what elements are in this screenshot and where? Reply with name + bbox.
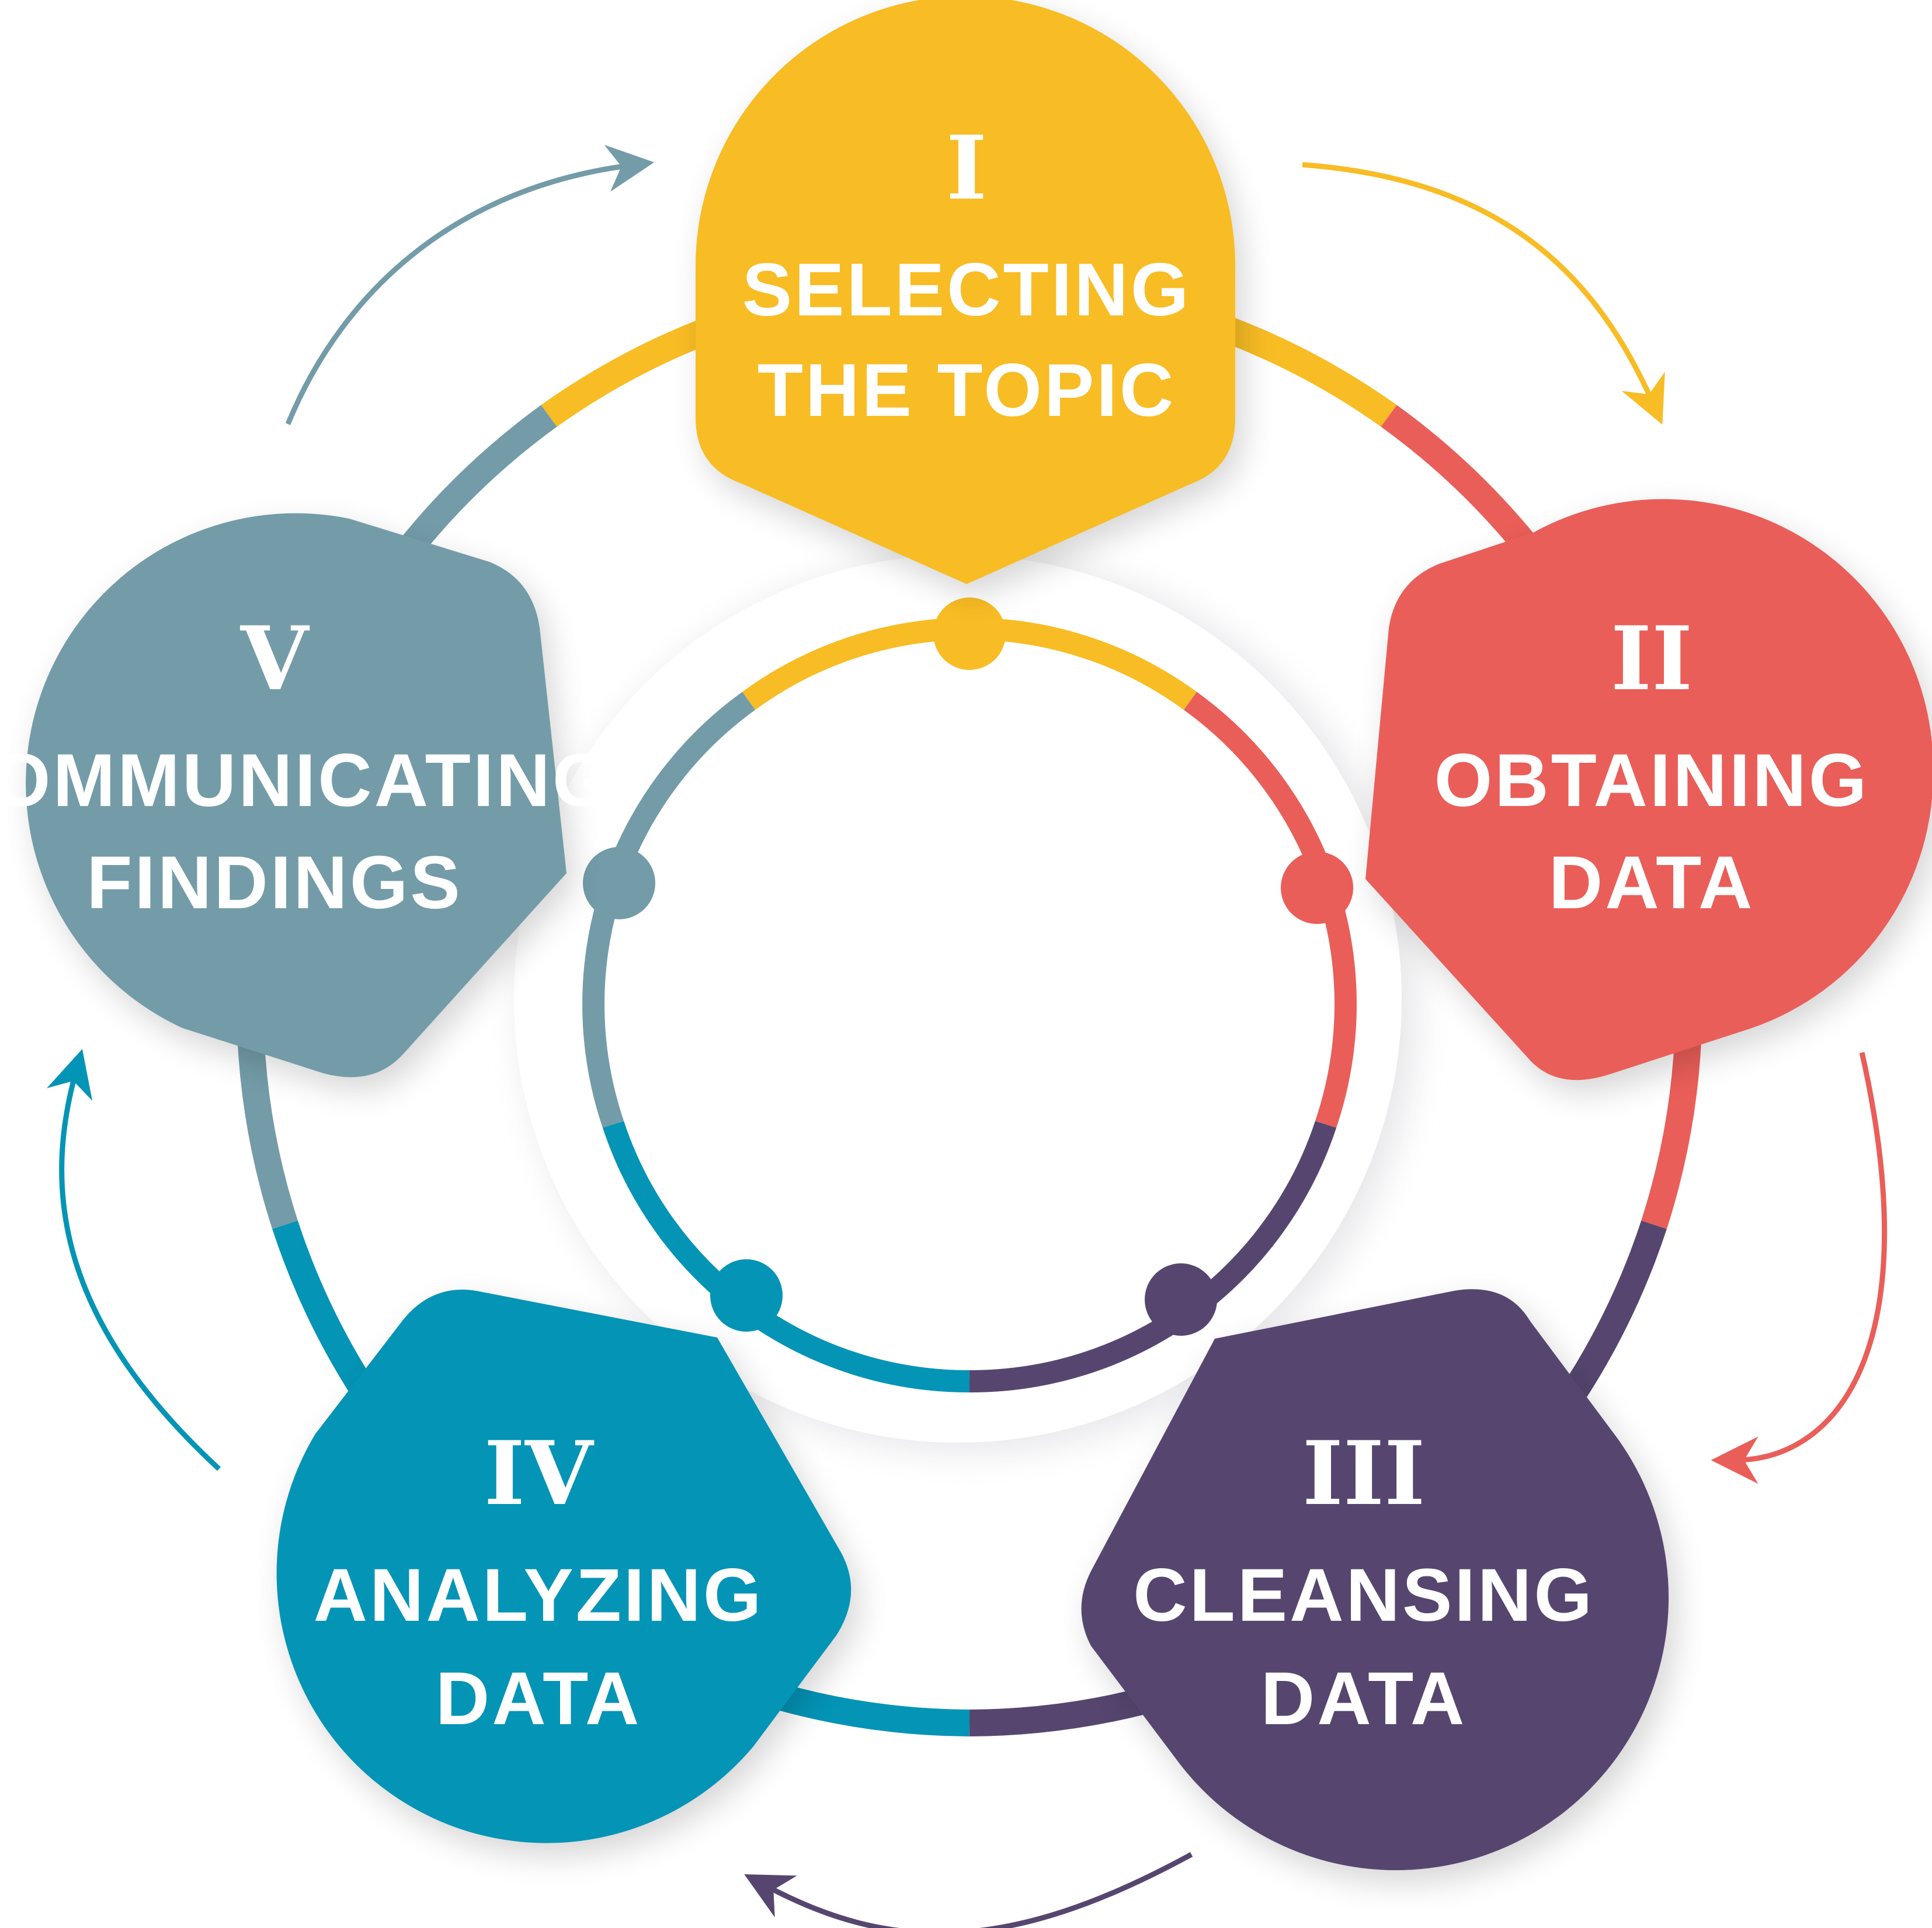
arrow-yellow — [1302, 162, 1665, 425]
step-2-shape — [1365, 499, 1932, 1081]
node-yellow — [933, 597, 1006, 670]
step-1-label-line1: SELECTING — [742, 248, 1191, 332]
step-1-label-line2: THE TOPIC — [757, 349, 1176, 432]
step-4-numeral: IV — [484, 1422, 595, 1525]
step-3-label-line1: CLEANSING — [1133, 1554, 1594, 1637]
step-5-shape — [26, 513, 567, 1078]
step-2-card: II OBTAINING DATA — [1365, 499, 1932, 1093]
step-5-numeral: V — [240, 607, 310, 710]
step-4-label-line2: DATA — [436, 1657, 642, 1741]
step-4-label-line1: ANALYZING — [314, 1554, 764, 1637]
node-grey — [583, 847, 655, 919]
cycle-arrows — [47, 144, 1887, 1928]
step-3-numeral: III — [1302, 1422, 1426, 1525]
step-3-card: III CLEANSING DATA — [1081, 1289, 1677, 1884]
step-4-shape — [276, 1290, 852, 1843]
step-2-label-line2: DATA — [1549, 841, 1755, 925]
step-5-label-line2: FINDINGS — [86, 841, 463, 925]
step-1-card: I SELECTING THE TOPIC — [696, 0, 1243, 597]
arrow-grey — [285, 144, 655, 425]
step-5-card: V COMMUNICATING FINDINGS — [0, 513, 613, 1090]
arrow-blue — [47, 1048, 221, 1471]
step-3-label-line2: DATA — [1261, 1657, 1467, 1741]
step-2-label-line1: OBTAINING — [1434, 739, 1870, 822]
arrow-purple — [744, 1852, 1193, 1928]
step-4-card: IV ANALYZING DATA — [276, 1290, 860, 1856]
step-1-numeral: I — [946, 117, 987, 220]
background-disc-face — [514, 555, 1402, 1443]
node-purple — [1145, 1263, 1217, 1336]
step-5-label-line1: COMMUNICATING — [0, 739, 613, 822]
arrow-red — [1711, 1052, 1887, 1484]
step-3-shape — [1081, 1289, 1669, 1871]
node-blue — [710, 1259, 783, 1332]
inner-ring-nodes — [583, 597, 1353, 1336]
step-1-shape — [696, 0, 1235, 584]
node-red — [1281, 852, 1353, 924]
step-2-numeral: II — [1611, 607, 1693, 710]
